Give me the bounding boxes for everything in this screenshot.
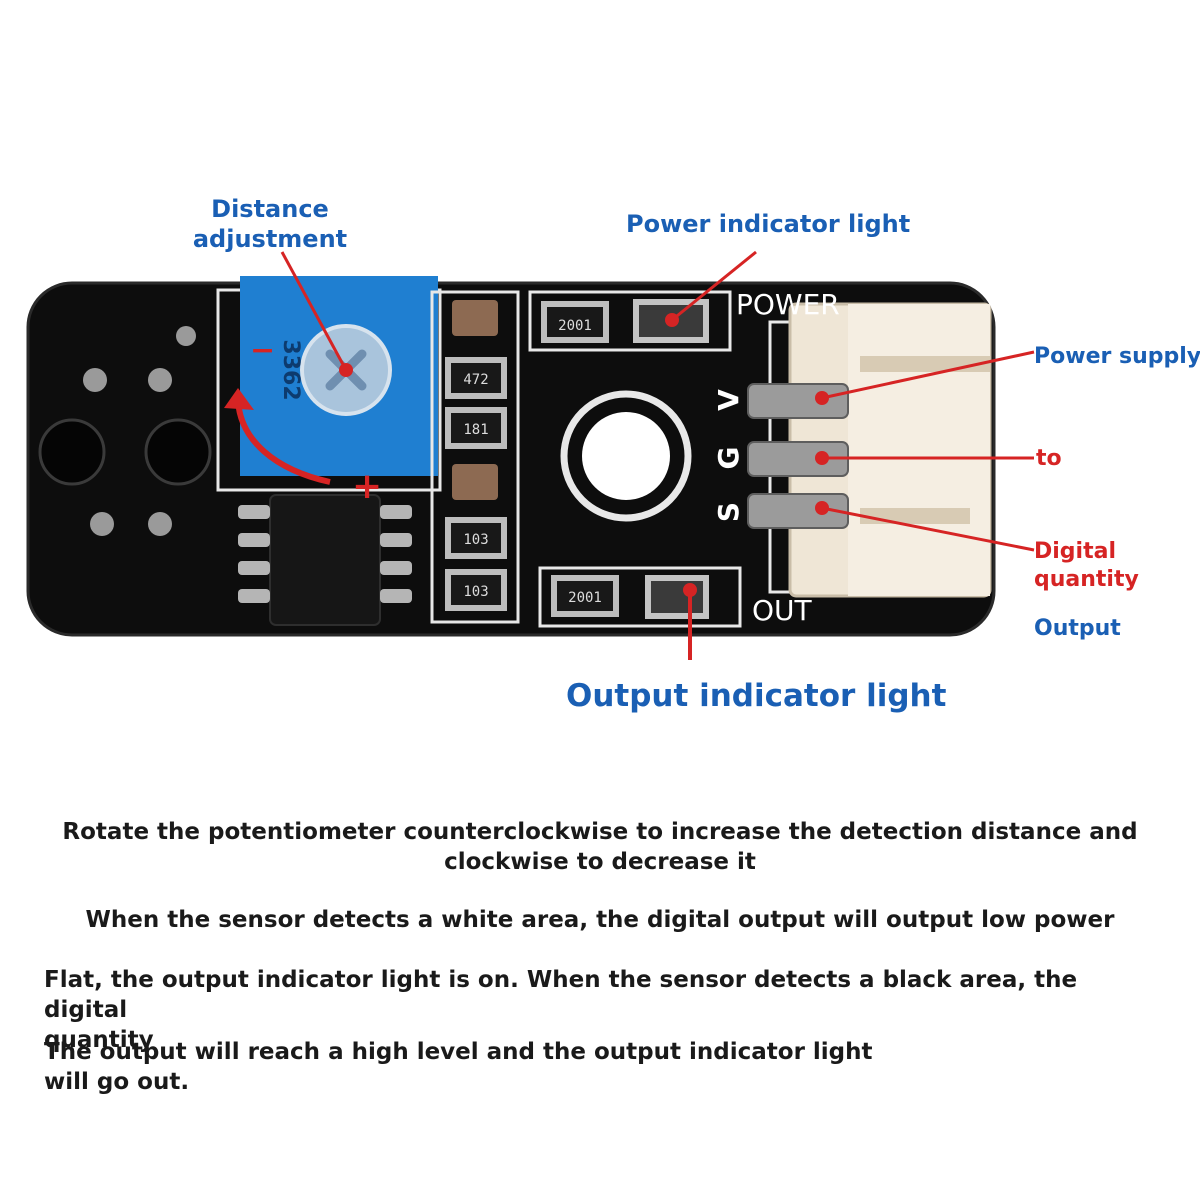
ic-pin-l1 — [238, 505, 270, 519]
caption-high-line1: The output will reach a high level and t… — [44, 1039, 873, 1065]
pad-1 — [176, 326, 196, 346]
smd-cap-top — [452, 300, 498, 336]
label-digital-quantity: Digital quantity — [1034, 538, 1139, 594]
pad-2 — [83, 368, 107, 392]
smd-resistor-1 — [445, 357, 507, 399]
silk-pin-s: S — [712, 502, 745, 522]
pad-4 — [90, 512, 114, 536]
label-digital-line1: Digital — [1034, 539, 1116, 564]
smd-resistor-4 — [445, 569, 507, 611]
silk-pin-g: G — [712, 447, 745, 470]
ic-pin-r4 — [380, 589, 412, 603]
pot-code: 3362 — [278, 339, 303, 400]
output-led — [645, 575, 709, 619]
pointer-digital — [821, 506, 1035, 552]
pointer-distance — [280, 251, 348, 371]
ic-pin-r3 — [380, 561, 412, 575]
ic-pin-l4 — [238, 589, 270, 603]
connector-slot-bottom — [860, 508, 970, 524]
smd-outline-column — [430, 290, 520, 624]
caption-rotate-line1: Rotate the potentiometer counterclockwis… — [62, 819, 1138, 845]
rotation-arrow — [235, 399, 331, 485]
caption-rotate: Rotate the potentiometer counterclockwis… — [40, 817, 1160, 877]
silk-out: OUT — [752, 594, 813, 627]
pointer-power-led — [671, 250, 757, 322]
silk-power: POWER — [736, 288, 840, 321]
label-power-indicator: Power indicator light — [626, 210, 911, 238]
connector-front — [848, 304, 990, 596]
caption-high-line2: will go out. — [44, 1069, 190, 1095]
ir-led-receiver — [144, 418, 212, 486]
resistor-code-3: 181 — [463, 422, 488, 438]
pot-minus: − — [250, 333, 275, 368]
ic-chip — [269, 494, 381, 626]
smd-resistor-3 — [445, 517, 507, 559]
pointer-power-supply — [821, 350, 1035, 400]
pin-s-dot — [815, 501, 829, 515]
pot-plus: + — [352, 466, 382, 507]
pin-v-dot — [815, 391, 829, 405]
connector-slot-top — [860, 356, 990, 372]
label-power-supply: Power supply — [1034, 344, 1200, 369]
ic-pin-r2 — [380, 533, 412, 547]
ic-pin-l2 — [238, 533, 270, 547]
resistor-code-1: 2001 — [558, 318, 592, 334]
caption-black-line1: Flat, the output indicator light is on. … — [44, 967, 1078, 1023]
label-digital-line2: quantity — [1034, 567, 1139, 592]
ir-led-emitter — [38, 418, 106, 486]
label-output: Output — [1034, 616, 1121, 641]
smd-outline-top — [528, 290, 732, 352]
caption-black-line2: quantity — [44, 1027, 154, 1053]
resistor-code-4: 103 — [463, 532, 488, 548]
caption-white-area: When the sensor detects a white area, th… — [85, 907, 1115, 933]
label-to: to — [1036, 446, 1062, 471]
pin-v — [747, 383, 849, 419]
label-output-indicator: Output indicator light — [566, 678, 947, 714]
silk-pin-v: V — [712, 389, 745, 411]
pad-5 — [148, 512, 172, 536]
smd-resistor-top — [541, 301, 609, 343]
ic-pin-r1 — [380, 505, 412, 519]
mounting-hole-ring — [560, 390, 692, 522]
ic-pin-l3 — [238, 561, 270, 575]
pad-3 — [148, 368, 172, 392]
mounting-hole — [582, 412, 670, 500]
caption-high-level: The output will reach a high level and t… — [44, 1037, 1164, 1097]
smd-cap-mid — [452, 464, 498, 500]
rotation-arrow-head — [224, 388, 254, 410]
caption-rotate-line2: clockwise to decrease it — [444, 849, 756, 875]
resistor-code-5: 103 — [463, 584, 488, 600]
resistor-code-2: 472 — [463, 372, 488, 388]
label-distance-line2: adjustment — [192, 225, 348, 253]
smd-resistor-2 — [445, 407, 507, 449]
smd-outline-bottom — [538, 566, 742, 628]
label-distance-line1: Distance — [211, 195, 329, 223]
label-distance-adjustment: Distance adjustment — [180, 194, 360, 254]
pin-g-dot — [815, 451, 829, 465]
caption-black-area: Flat, the output indicator light is on. … — [44, 965, 1164, 1055]
resistor-code-6: 2001 — [568, 590, 602, 606]
smd-resistor-bottom — [551, 575, 619, 617]
